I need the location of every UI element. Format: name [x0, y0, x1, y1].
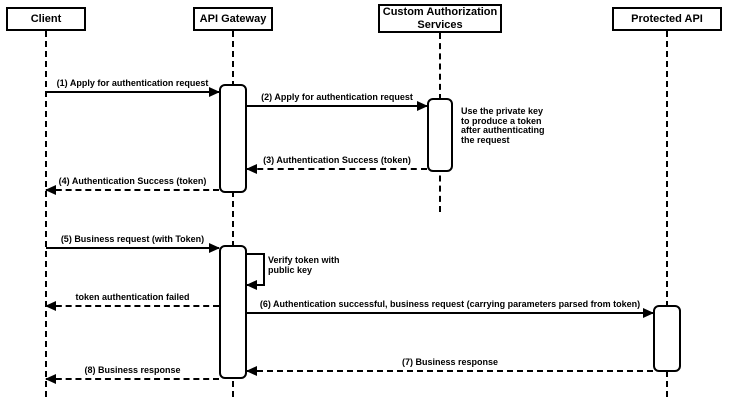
activation-api-gateway-auth	[219, 84, 247, 193]
message-5-business-request: (5) Business request (with Token)	[46, 234, 220, 253]
message-6-line	[247, 308, 654, 318]
message-3-line	[246, 164, 427, 174]
arrowhead-left-icon	[246, 366, 257, 376]
participant-client: Client	[6, 7, 86, 31]
message-7-line	[246, 366, 653, 376]
participant-client-label: Client	[30, 12, 62, 25]
self-message-verify-token: Verify token with public key	[246, 253, 340, 290]
lifeline-protected-api	[666, 31, 668, 397]
note-private-key: Use the private key to produce a token a…	[461, 106, 545, 145]
arrowhead-left-icon	[45, 301, 56, 311]
arrowhead-left-icon	[45, 185, 56, 195]
message-7-label: (7) Business response	[401, 357, 499, 367]
message-3-authentication-success: (3) Authentication Success (token)	[246, 155, 427, 174]
message-7-business-response: (7) Business response	[246, 357, 653, 376]
arrowhead-right-icon	[209, 243, 220, 253]
message-failed-label: token authentication failed	[75, 292, 190, 302]
message-5-line	[46, 243, 220, 253]
message-1-apply-authentication: (1) Apply for authentication request	[46, 78, 220, 97]
message-2-line	[247, 101, 428, 111]
message-1-label: (1) Apply for authentication request	[56, 78, 209, 88]
arrowhead-right-icon	[209, 87, 220, 97]
message-token-authentication-failed: token authentication failed	[45, 292, 219, 311]
lifeline-client	[45, 31, 47, 397]
message-5-label: (5) Business request (with Token)	[60, 234, 205, 244]
activation-protected-api	[653, 305, 681, 372]
arrowhead-right-icon	[417, 101, 428, 111]
message-3-label: (3) Authentication Success (token)	[263, 155, 411, 165]
activation-custom-authorization-services	[427, 98, 453, 172]
message-8-label: (8) Business response	[84, 365, 181, 375]
message-failed-line	[45, 301, 219, 311]
arrowhead-left-icon	[246, 164, 257, 174]
message-4-line	[45, 185, 219, 195]
participant-custom-authorization-services-label: Custom Authorization Services	[382, 5, 498, 31]
participant-api-gateway: API Gateway	[193, 7, 273, 31]
lifeline-api-gateway	[232, 31, 234, 397]
arrowhead-right-icon	[643, 308, 654, 318]
message-8-business-response: (8) Business response	[45, 365, 219, 384]
participant-protected-api: Protected API	[612, 7, 722, 31]
message-6-authentication-successful-business-request: (6) Authentication successful, business …	[247, 299, 654, 318]
message-2-apply-authentication: (2) Apply for authentication request	[247, 92, 428, 111]
message-8-line	[45, 374, 219, 384]
message-4-label: (4) Authentication Success (token)	[58, 176, 207, 186]
activation-api-gateway-business	[219, 245, 247, 379]
message-1-line	[46, 87, 220, 97]
participant-api-gateway-label: API Gateway	[199, 12, 267, 25]
message-4-authentication-success: (4) Authentication Success (token)	[45, 176, 219, 195]
participant-protected-api-label: Protected API	[631, 12, 703, 25]
message-2-label: (2) Apply for authentication request	[261, 92, 413, 102]
self-message-label: Verify token with public key	[268, 255, 340, 275]
arrowhead-left-icon	[246, 280, 257, 290]
participant-custom-authorization-services: Custom Authorization Services	[378, 4, 502, 33]
arrowhead-left-icon	[45, 374, 56, 384]
message-6-label: (6) Authentication successful, business …	[259, 299, 641, 309]
